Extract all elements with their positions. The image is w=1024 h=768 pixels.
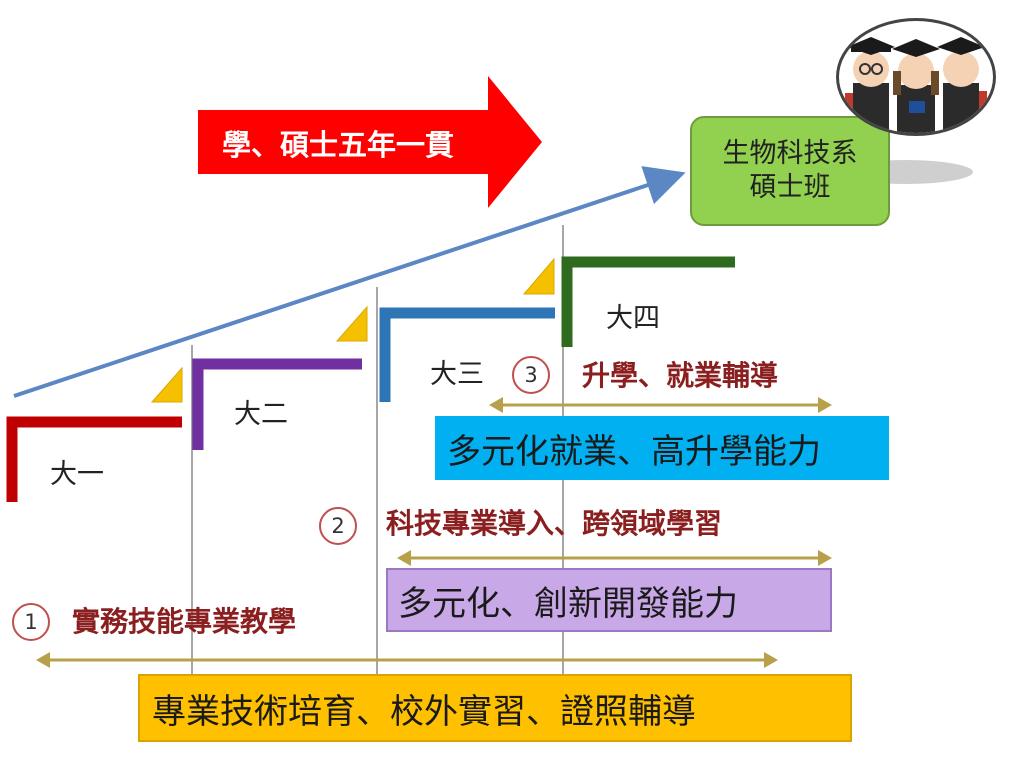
arrow-title: 學、碩士五年一貫 [222, 128, 455, 162]
double-arrow-icon [36, 652, 778, 668]
tier3-number: 3 [512, 356, 550, 394]
tier3-title: 升學、就業輔導 [582, 359, 779, 392]
tier2-number: 2 [319, 507, 357, 545]
tier1-title: 實務技能專業教學 [72, 605, 297, 638]
target-program-box: 生物科技系 碩士班 [690, 116, 890, 226]
graduates-illustration [845, 37, 987, 133]
step-triangle-icon [335, 305, 368, 342]
red-arrow-shape [198, 76, 542, 208]
year-label-3: 大三 [430, 359, 484, 390]
year-label-4: 大四 [606, 303, 660, 334]
tier1-number: 1 [12, 603, 50, 641]
step-year2 [192, 358, 362, 450]
tier2-title: 科技專業導入、跨領域學習 [386, 507, 723, 540]
double-arrow-icon [489, 397, 832, 413]
year-label-1: 大一 [50, 459, 104, 490]
tier3-box: 多元化就業、高升學能力 [435, 416, 889, 480]
tier1-box: 專業技術培育、校外實習、證照輔導 [138, 674, 852, 742]
graduates-badge-icon [836, 18, 996, 136]
step-year3 [379, 307, 555, 402]
step-year1 [6, 416, 182, 502]
year-label-2: 大二 [234, 399, 288, 430]
step-year4 [561, 256, 735, 347]
tier2-box: 多元化、創新開發能力 [386, 568, 832, 632]
step-triangle-icon [150, 366, 183, 403]
trend-arrow-icon [13, 166, 686, 398]
step-triangle-icon [522, 257, 555, 295]
target-line1: 生物科技系 [722, 138, 858, 170]
target-line2: 碩士班 [749, 172, 831, 203]
double-arrow-icon [397, 550, 832, 566]
